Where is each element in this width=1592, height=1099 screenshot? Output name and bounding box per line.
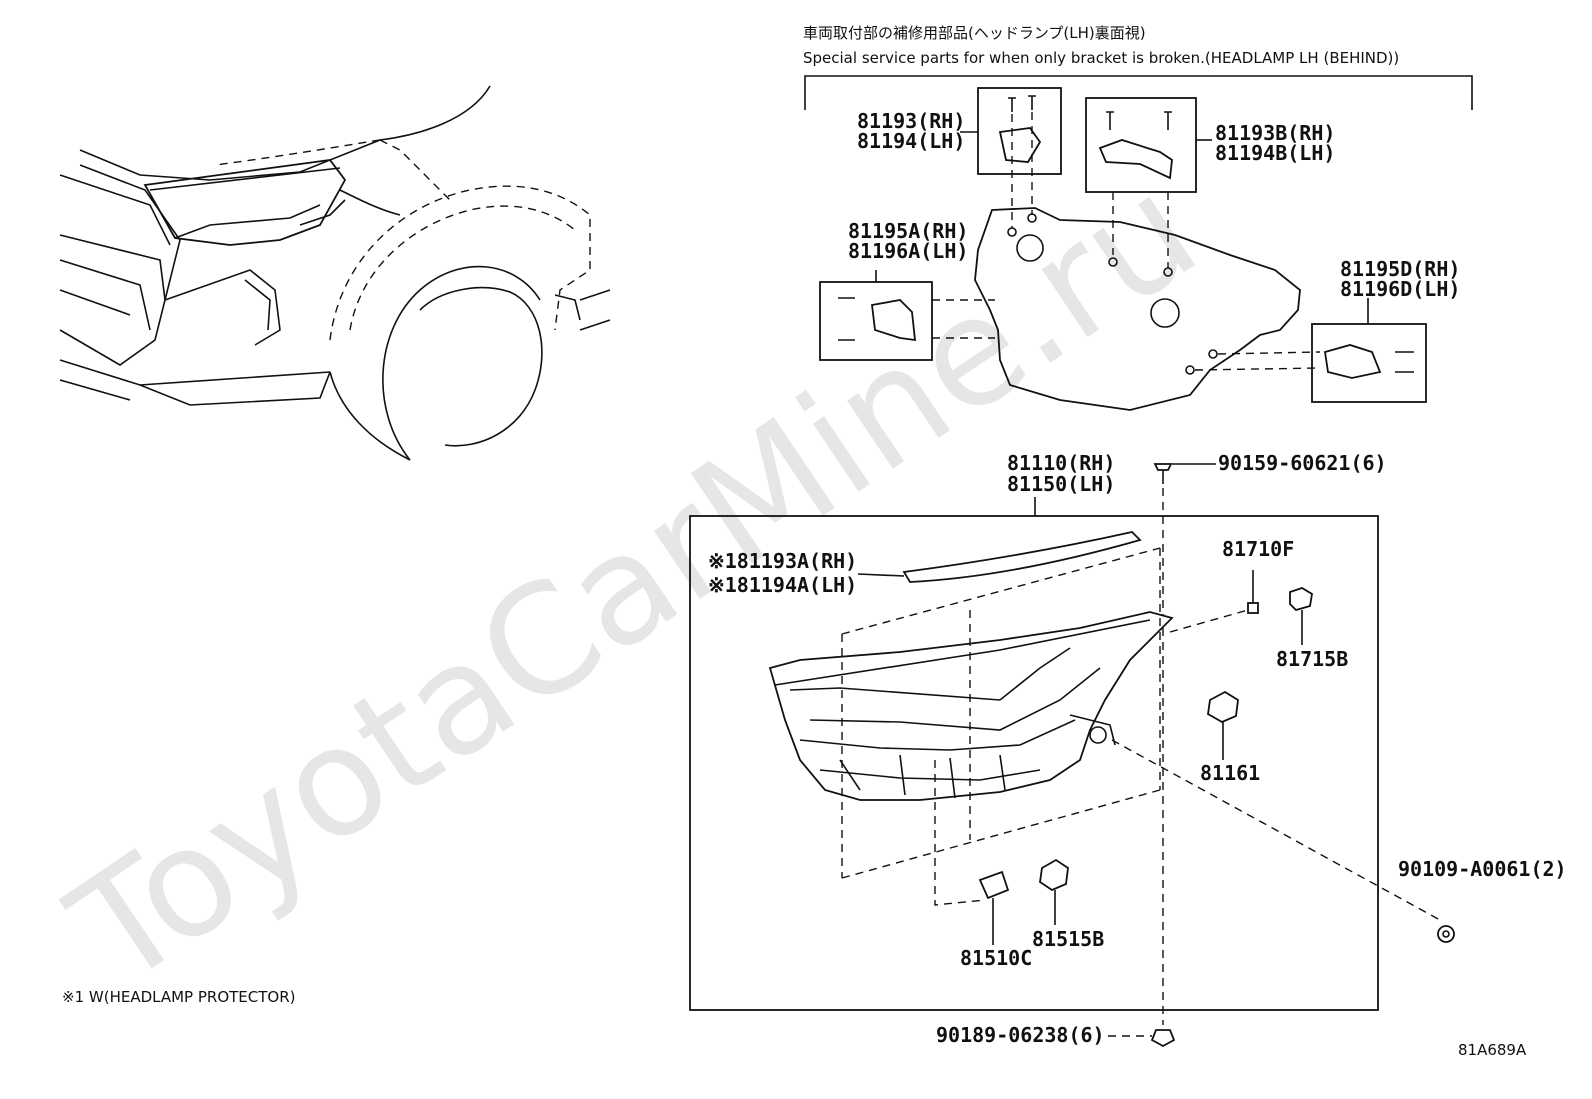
bracket-81193b-box	[1085, 97, 1197, 193]
label-81193b: 81193B(RH)	[1215, 121, 1335, 145]
socket-81515b-icon	[1039, 858, 1069, 892]
label-81110: 81110(RH)	[1007, 451, 1115, 475]
screw-90109-icon	[1437, 925, 1455, 943]
label-81193: 81193(RH)	[857, 109, 965, 133]
bracket-81193-icon	[998, 127, 1042, 163]
bracket-81193b-icon	[1098, 139, 1173, 180]
header-en: Special service parts for when only brac…	[803, 49, 1399, 67]
label-81510c: 81510C	[960, 946, 1032, 970]
header-jp: 車両取付部の補修用部品(ヘッドランプ(LH)裏面視)	[803, 24, 1146, 42]
headlamp-housing-rear	[974, 207, 1301, 411]
clip-90189-icon	[1150, 1029, 1176, 1048]
label-81194: 81194(LH)	[857, 129, 965, 153]
bracket-group-line	[804, 75, 1473, 110]
label-81195a: 81195A(RH)	[848, 219, 968, 243]
headlamp-assembly-box	[689, 515, 1379, 1011]
label-81150: 81150(LH)	[1007, 472, 1115, 496]
label-81710f: 81710F	[1222, 537, 1294, 561]
label-81195d: 81195D(RH)	[1340, 257, 1460, 281]
label-81194b: 81194B(LH)	[1215, 141, 1335, 165]
bracket-81195d-icon	[1323, 344, 1382, 379]
figure-code: 81A689A	[1458, 1041, 1527, 1059]
socket-81161-icon	[1207, 690, 1239, 724]
bracket-81195d-box	[1311, 323, 1427, 403]
label-81161: 81161	[1200, 761, 1260, 785]
vehicle-front-sketch	[59, 85, 611, 461]
label-81515b: 81515B	[1032, 927, 1104, 951]
bracket-81195a-icon	[871, 299, 917, 342]
label-90189: 90189-06238(6)	[936, 1023, 1105, 1047]
headlamp-unit-icon	[768, 611, 1174, 801]
label-90109: 90109-A0061(2)	[1398, 857, 1567, 881]
headlamp-protector-icon	[902, 531, 1142, 583]
part-81710f-icon	[1247, 602, 1259, 614]
label-81196a: 81196A(LH)	[848, 239, 968, 263]
screw-icon	[1008, 95, 1036, 112]
socket-81715b-icon	[1289, 587, 1313, 612]
label-81196d: 81196D(LH)	[1340, 277, 1460, 301]
label-90159: 90159-60621(6)	[1218, 451, 1387, 475]
bulb-81510c-icon	[978, 870, 1010, 900]
label-81193a: ※181193A(RH)	[708, 549, 857, 573]
label-81715b: 81715B	[1276, 647, 1348, 671]
footnote: ※1 W(HEADLAMP PROTECTOR)	[62, 988, 295, 1006]
bracket-81193-box	[977, 87, 1062, 175]
label-81194a: ※181194A(LH)	[708, 573, 857, 597]
screw-90159-icon	[1153, 463, 1173, 484]
